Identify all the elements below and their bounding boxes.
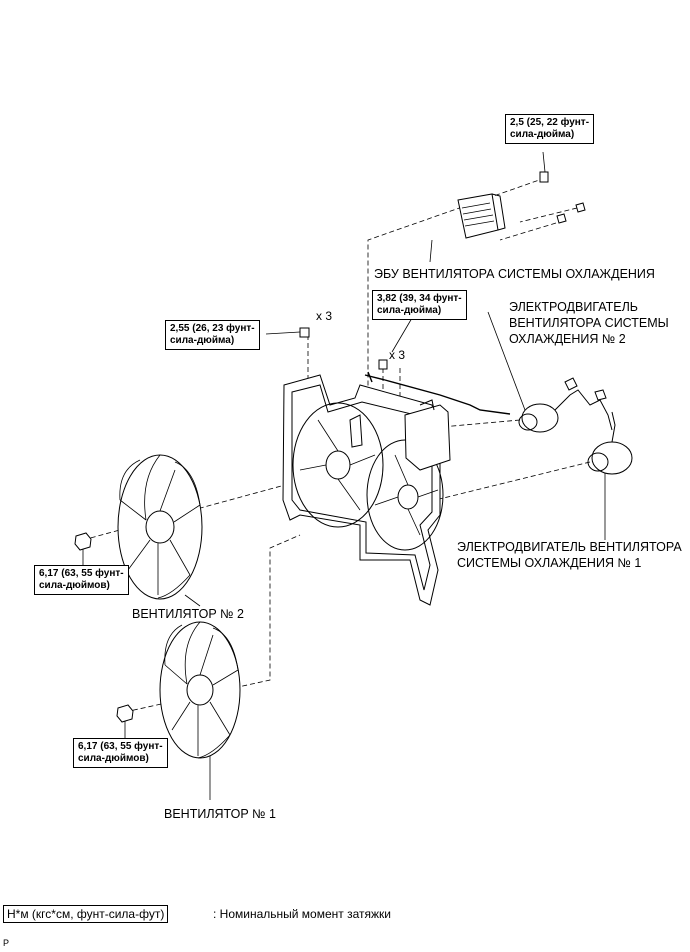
torque-spec-fan1-nut: 6,17 (63, 55 фунт- сила-дюймов): [73, 738, 168, 768]
page-mark: P: [3, 938, 10, 948]
fan-motor-no2: [518, 377, 613, 433]
torque-spec-fan2-nut: 6,17 (63, 55 фунт- сила-дюймов): [34, 565, 129, 595]
shroud-bolt-quantity: x 3: [316, 309, 333, 323]
legend-unit-box: Н*м (кгс*см, фунт-сила-фут): [3, 905, 169, 923]
fan-no1: [159, 621, 241, 759]
fan-no1-label: ВЕНТИЛЯТОР № 1: [164, 807, 276, 821]
motor-no1-label: ЭЛЕКТРОДВИГАТЕЛЬ ВЕНТИЛЯТОРА СИСТЕМЫ ОХЛ…: [457, 540, 682, 570]
motor-no2-label: ЭЛЕКТРОДВИГАТЕЛЬ ВЕНТИЛЯТОРА СИСТЕМЫ ОХЛ…: [509, 300, 669, 346]
fan1-nut: [116, 704, 134, 723]
leader-lines: [82, 151, 606, 800]
fan-no2: [117, 454, 203, 600]
fan2-nut: [74, 532, 92, 551]
fan-no2-label: ВЕНТИЛЯТОР № 2: [132, 607, 244, 621]
fan-shroud: [282, 374, 444, 606]
torque-spec-ecu-bolt: 2,5 (25, 22 фунт- сила-дюйма): [505, 114, 595, 144]
reservoir-tank: [364, 371, 511, 471]
legend-description: : Номинальный момент затяжки: [213, 907, 391, 921]
motor-screw-quantity: x 3: [389, 348, 406, 362]
fan-motor-no1: [587, 411, 633, 475]
cooling-fan-ecu: [457, 193, 506, 239]
torque-spec-motor-screw: 3,82 (39, 34 фунт- сила-дюйма): [372, 290, 467, 320]
ecu-label: ЭБУ ВЕНТИЛЯТОРА СИСТЕМЫ ОХЛАЖДЕНИЯ: [374, 267, 655, 281]
ecu-screws: [299, 171, 586, 370]
torque-spec-shroud-bolt: 2,55 (26, 23 фунт- сила-дюйма): [165, 320, 260, 350]
